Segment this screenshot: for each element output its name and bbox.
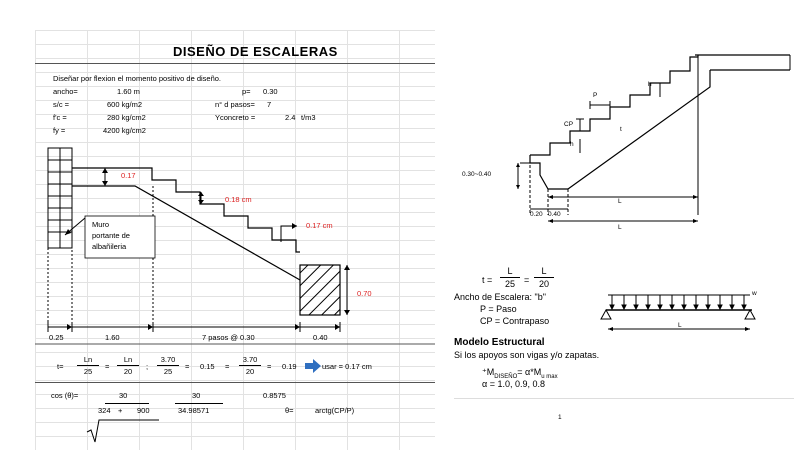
reference-panel: P CP h t h 0.30~0.40 0.20 0.40 L L t = L… bbox=[440, 35, 800, 455]
sqrt-icon bbox=[86, 419, 159, 443]
cos-fraction-bar-1 bbox=[105, 403, 149, 404]
sheet-subtitle: Diseñar por flexion el momento positivo … bbox=[53, 74, 222, 83]
ref-label-t: t bbox=[620, 126, 622, 133]
usar-result: usar = 0.17 cm bbox=[322, 362, 372, 371]
calc-arrow-icon bbox=[305, 359, 321, 373]
calc-separator bbox=[35, 382, 435, 383]
ref-label-cp: CP bbox=[564, 121, 574, 128]
eq-3: = bbox=[225, 362, 230, 371]
ref-beam-label: L bbox=[678, 322, 682, 329]
ref-separator bbox=[454, 398, 794, 399]
ref-label-h: h bbox=[648, 81, 652, 88]
sqrt-a: 324 bbox=[98, 406, 111, 415]
stair-soffit bbox=[72, 185, 301, 281]
param-value-pasos: 7 bbox=[267, 100, 272, 109]
waist-thickness: 0.17 cm bbox=[306, 221, 333, 230]
ref-cp-line: CP = Contrapaso bbox=[480, 316, 550, 326]
reference-steps bbox=[530, 55, 699, 156]
spreadsheet-sheet: DISEÑO DE ESCALERAS Diseñar por flexion … bbox=[35, 30, 435, 450]
ref-load-label: w bbox=[752, 290, 757, 297]
modelo-desc: Si los apoyos son vigas y/o zapatas. bbox=[454, 350, 600, 360]
dim-1-60: 1.60 bbox=[105, 333, 120, 342]
eq-4: = bbox=[267, 362, 272, 371]
t-label: t= bbox=[57, 362, 64, 371]
wall-label-2: portante de bbox=[92, 231, 130, 240]
value-0-15: 0.15 bbox=[200, 362, 215, 371]
support-height: 0.70 bbox=[357, 289, 372, 298]
sqrt-value: 34.98571 bbox=[178, 406, 210, 415]
cos-numerator-1: 30 bbox=[119, 391, 128, 400]
param-value-fc: 280 kg/cm2 bbox=[107, 113, 146, 122]
ref-dim-0-40: 0.40 bbox=[548, 211, 561, 218]
stair-drawing bbox=[35, 147, 435, 443]
param-label-pasos: n° d pasos= bbox=[215, 100, 255, 109]
param-label-sc: s/c = bbox=[53, 100, 70, 109]
param-unit-gamma: t/m3 bbox=[301, 113, 316, 122]
theta-value: arctg(CP/P) bbox=[315, 406, 355, 415]
support-block bbox=[299, 264, 341, 316]
theta-label: θ= bbox=[285, 406, 294, 415]
param-value-gamma: 2.4 bbox=[285, 113, 296, 122]
reference-soffit bbox=[567, 70, 711, 190]
param-label-p: p= bbox=[242, 87, 251, 96]
thickness-landing: 0.17 bbox=[121, 171, 136, 180]
ref-label-hm: h bbox=[570, 141, 574, 148]
sqrt-b: 900 bbox=[137, 406, 150, 415]
ref-p-line: P = Paso bbox=[480, 304, 517, 314]
alpha-line: α = 1.0, 0.9, 0.8 bbox=[482, 379, 545, 389]
param-value-p: 0.30 bbox=[263, 87, 278, 96]
value-0-19: 0.19 bbox=[282, 362, 297, 371]
cos-result: 0.8575 bbox=[263, 391, 286, 400]
param-value-ancho: 1.60 m bbox=[117, 87, 140, 96]
ref-dim-thickness: 0.30~0.40 bbox=[462, 171, 492, 178]
eq-2: = bbox=[185, 362, 190, 371]
wall-label-1: Muro bbox=[92, 220, 110, 229]
beam-load-diagram bbox=[600, 294, 756, 331]
semicolon: ; bbox=[146, 362, 149, 371]
ref-label-l: L bbox=[618, 224, 622, 231]
eq-1: = bbox=[105, 362, 110, 371]
ref-ancho-line: Ancho de Escalera: "b" bbox=[454, 292, 546, 302]
param-label-fy: fy = bbox=[53, 126, 66, 135]
ref-bottom-text: 1 bbox=[558, 414, 562, 421]
cos-fraction-bar-2 bbox=[175, 403, 223, 404]
sheet-title: DISEÑO DE ESCALERAS bbox=[173, 44, 338, 59]
m-formula: ⁺MDISEÑO= α*Mu max bbox=[482, 367, 558, 380]
stair-steps bbox=[72, 167, 300, 253]
riser-height: 0.18 cm bbox=[225, 195, 252, 204]
dim-0-40: 0.40 bbox=[313, 333, 328, 342]
param-value-fy: 4200 kg/cm2 bbox=[103, 126, 146, 135]
ref-dim-0-20: 0.20 bbox=[530, 211, 543, 218]
sqrt-plus: + bbox=[118, 406, 123, 415]
dim-0-25: 0.25 bbox=[49, 333, 64, 342]
cos-numerator-2: 30 bbox=[192, 391, 201, 400]
ref-label-p: P bbox=[593, 92, 598, 99]
ref-label-ln: L bbox=[618, 198, 622, 205]
param-value-sc: 600 kg/m2 bbox=[107, 100, 143, 109]
param-label-fc: f'c = bbox=[53, 113, 67, 122]
stair-section-drawing bbox=[516, 54, 791, 223]
dim-steps: 7 pasos @ 0.30 bbox=[202, 333, 255, 342]
title-underline bbox=[35, 63, 435, 64]
ref-formula-eq: = bbox=[524, 275, 530, 285]
modelo-title: Modelo Estructural bbox=[454, 337, 545, 348]
wall-label-3: albañileria bbox=[92, 242, 127, 251]
param-label-gamma: Yconcreto = bbox=[215, 113, 256, 122]
ref-formula-t: t = bbox=[482, 275, 493, 285]
param-label-ancho: ancho= bbox=[53, 87, 78, 96]
cos-label: cos (θ)= bbox=[51, 391, 79, 400]
